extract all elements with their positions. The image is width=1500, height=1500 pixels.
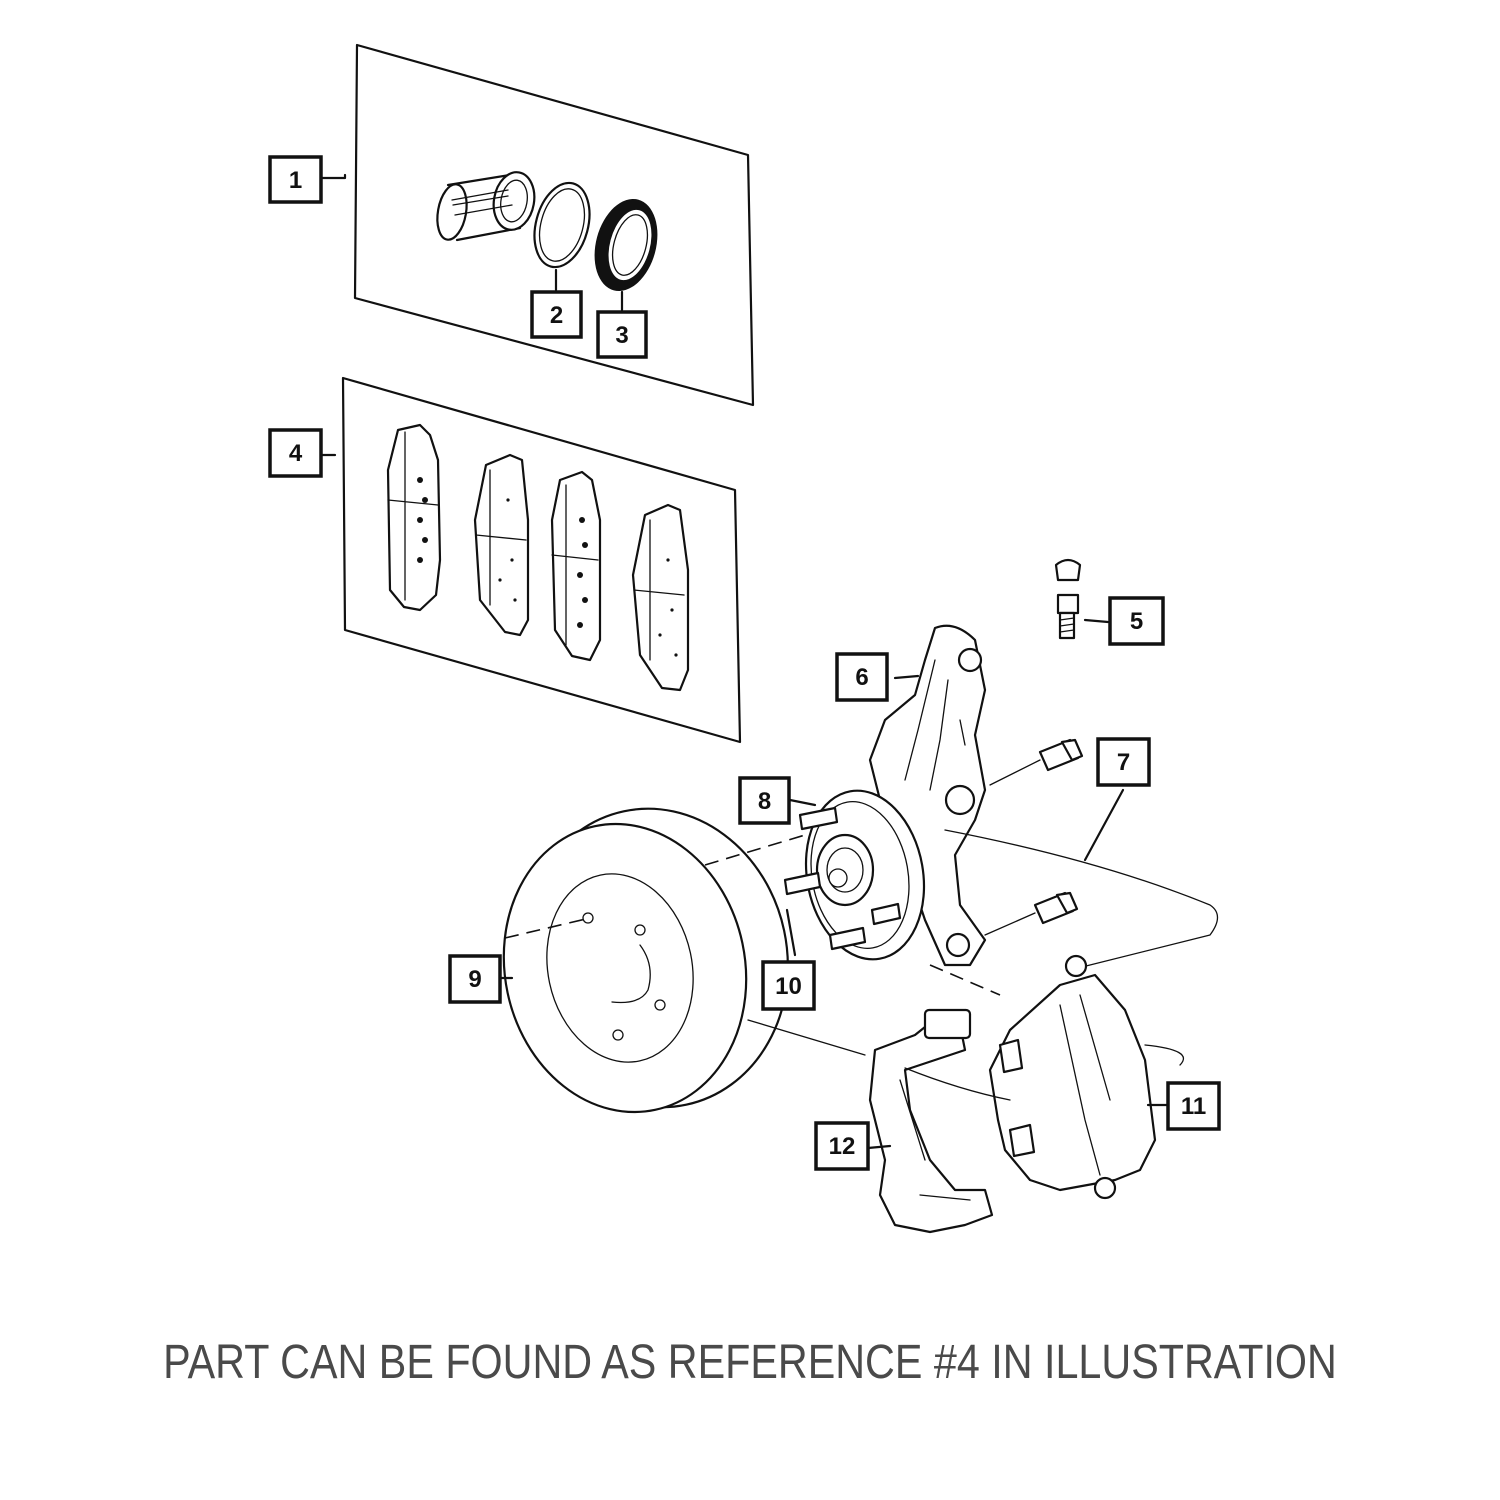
callout-8-label: 8 (758, 788, 771, 815)
callout-11: 11 (1166, 1081, 1221, 1131)
brake-pad-4 (631, 503, 690, 692)
knuckle-bolt-lower (984, 891, 1079, 936)
brake-pad-1 (386, 423, 442, 612)
callout-5: 5 (1108, 596, 1165, 646)
callout-4: 4 (268, 428, 323, 478)
knuckle-bolt-upper (989, 738, 1084, 786)
callout-7-label: 7 (1117, 749, 1130, 776)
wheel-stud (783, 806, 902, 957)
callout-10: 10 (761, 960, 816, 1011)
callout-12: 12 (814, 1121, 870, 1171)
callout-2-label: 2 (550, 302, 563, 329)
callout-11-label: 11 (1181, 1093, 1206, 1120)
dust-boot-seal (594, 198, 658, 292)
callout-10-label: 10 (775, 973, 802, 1000)
callout-3-label: 3 (615, 322, 628, 349)
brake-pad-3 (550, 470, 602, 662)
brake-pad-2 (473, 453, 530, 637)
piston-seal-ring (533, 181, 591, 269)
callout-9-label: 9 (468, 966, 481, 993)
caliper-repair-kit-panel (320, 43, 755, 407)
bleeder-screw (1054, 558, 1110, 640)
brake-caliper (929, 954, 1185, 1200)
steering-knuckle (868, 624, 987, 967)
callout-5-label: 5 (1130, 608, 1143, 635)
callout-4-label: 4 (289, 440, 303, 467)
callout-2: 2 (530, 290, 583, 339)
callout-6: 6 (835, 652, 889, 702)
callout-7: 7 (1096, 737, 1151, 787)
callout-8: 8 (738, 776, 791, 825)
callout-1-label: 1 (289, 167, 302, 194)
callout-3: 3 (596, 310, 648, 359)
brake-pad-set-panel (318, 376, 742, 744)
callout-12-label: 12 (829, 1133, 856, 1160)
caliper-piston (436, 171, 536, 242)
caliper-mounting-bracket (747, 1008, 1011, 1234)
callout-1: 1 (268, 155, 323, 204)
callout-6-label: 6 (855, 664, 868, 691)
brake-rotor (498, 807, 806, 1114)
callout-9: 9 (448, 954, 502, 1004)
reference-caption: PART CAN BE FOUND AS REFERENCE #4 IN ILL… (163, 1336, 1337, 1389)
